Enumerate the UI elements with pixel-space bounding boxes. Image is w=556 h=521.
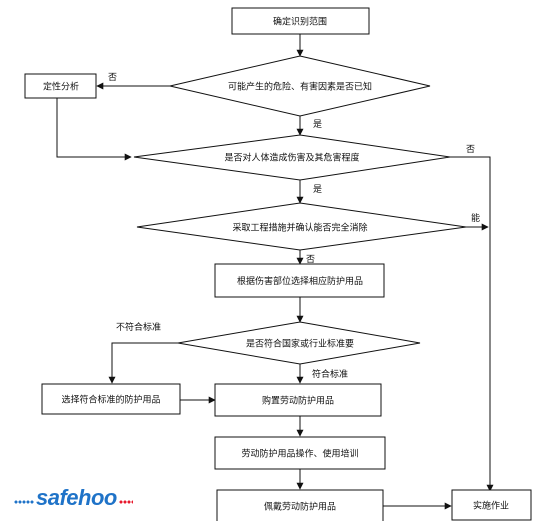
node-work-box bbox=[451, 489, 532, 521]
edge-label-harm-no: 否 bbox=[466, 144, 475, 155]
edge-label-compliant: 符合标准 bbox=[312, 368, 348, 380]
node-known-check-diamond bbox=[169, 55, 431, 117]
node-standard-check-label: 是否符合国家或行业标准要 bbox=[246, 338, 354, 350]
node-choose-compliant-label: 选择符合标准的防护用品 bbox=[61, 394, 160, 406]
node-work-label: 实施作业 bbox=[473, 500, 509, 512]
logo-text: safehoo bbox=[36, 485, 117, 510]
node-purchase-box bbox=[214, 383, 382, 417]
node-choose-compliant-box bbox=[41, 383, 181, 415]
node-scope-box bbox=[231, 7, 370, 35]
edge-qualitative-to-harm bbox=[56, 98, 132, 161]
logo-dots-icon bbox=[14, 499, 34, 505]
node-known-check-label: 可能产生的危险、有害因素是否已知 bbox=[228, 81, 372, 93]
edge-standard-to-choose bbox=[108, 342, 178, 384]
node-select-ppe-box bbox=[214, 263, 385, 298]
node-training-box bbox=[214, 436, 386, 470]
node-select-ppe-label: 根据伤害部位选择相应防护用品 bbox=[237, 275, 363, 287]
edge-label-elim-no: 否 bbox=[306, 254, 315, 265]
edge-label-not-compliant: 不符合标准 bbox=[116, 321, 161, 333]
node-harm-check-label: 是否对人体造成伤害及其危害程度 bbox=[224, 152, 359, 164]
node-scope-label: 确定识别范围 bbox=[273, 16, 327, 28]
safehoo-logo: safehoo bbox=[14, 486, 133, 510]
node-qualitative-label: 定性分析 bbox=[43, 81, 79, 93]
node-standard-check-diamond bbox=[177, 321, 421, 365]
edge-label-known-no: 否 bbox=[108, 72, 117, 83]
node-eliminate-check-label: 采取工程措施并确认能否完全消除 bbox=[232, 222, 367, 234]
edge-label-elim-yes: 能 bbox=[471, 212, 480, 224]
node-wear-label: 佩戴劳动防护用品 bbox=[264, 501, 336, 513]
node-training-label: 劳动防护用品操作、使用培训 bbox=[241, 448, 358, 460]
logo-suffix-dots-icon bbox=[118, 499, 133, 505]
node-qualitative-box bbox=[24, 73, 97, 99]
node-eliminate-check-diamond bbox=[136, 202, 467, 251]
node-harm-check-diamond bbox=[133, 134, 451, 181]
edge-harm-to-work bbox=[450, 156, 494, 492]
edge-label-harm-yes: 是 bbox=[313, 184, 322, 195]
node-purchase-label: 购置劳动防护用品 bbox=[262, 395, 334, 407]
edge-label-known-yes: 是 bbox=[313, 119, 322, 130]
node-wear-box bbox=[216, 489, 384, 521]
